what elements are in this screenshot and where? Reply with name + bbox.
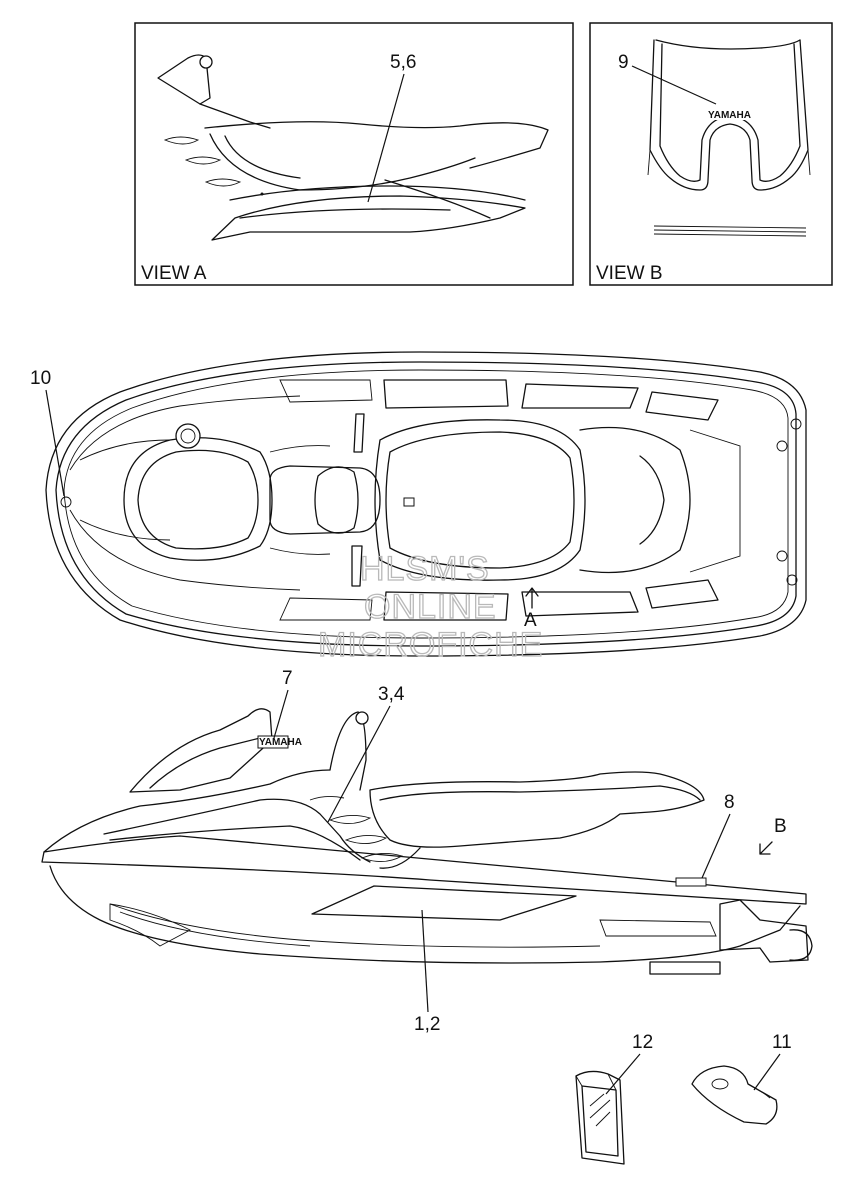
view-b-brand-decal: YAMAHA <box>708 110 751 121</box>
top-view-watercraft: A 10 <box>30 351 807 657</box>
callout-10: 10 <box>30 368 51 389</box>
side-brand-decal: YAMAHA <box>259 737 302 748</box>
callout-1-2: 1,2 <box>414 1014 440 1035</box>
view-b-label: VIEW B <box>596 263 663 284</box>
callout-8: 8 <box>724 792 735 813</box>
callout-9: 9 <box>618 52 629 73</box>
callout-view-a-arrow: A <box>524 610 537 631</box>
callout-11: 11 <box>772 1032 792 1053</box>
callout-12: 12 <box>632 1032 653 1053</box>
view-a-label: VIEW A <box>141 263 207 284</box>
callout-view-b-arrow: B <box>774 816 787 837</box>
part-11-cap: 11 <box>691 1032 792 1125</box>
watermark-line-3: MICROFICHE <box>318 626 543 664</box>
watermark-line-1: HLSM'S <box>360 550 490 588</box>
callout-3-4: 3,4 <box>378 684 405 705</box>
callout-5-6: 5,6 <box>390 52 416 73</box>
watermark: HLSM'S ONLINE MICROFICHE <box>317 549 543 664</box>
view-a-panel: 5,6 VIEW A <box>134 22 574 286</box>
watermark-line-2: ONLINE <box>364 588 497 626</box>
callout-7: 7 <box>282 668 293 689</box>
part-12-pouch: 12 <box>575 1032 653 1165</box>
side-view-watercraft: YAMAHA 7 3,4 8 B 1,2 <box>41 668 813 1035</box>
view-b-panel: YAMAHA 9 VIEW B <box>589 22 833 286</box>
